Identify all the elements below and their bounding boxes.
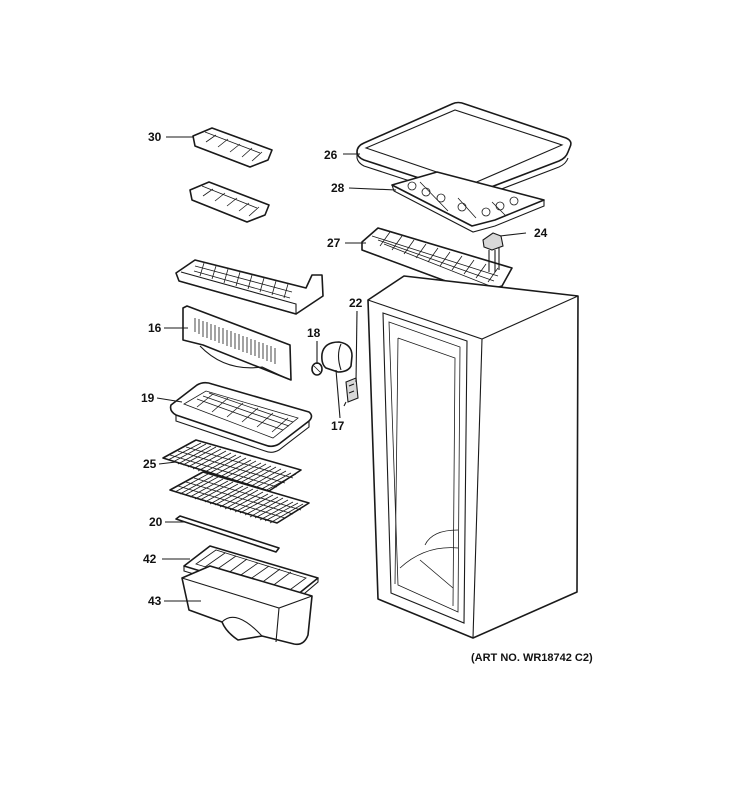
freezer-shelf [175, 259, 324, 315]
thermostat-control [343, 377, 359, 407]
ice-tray-lower [189, 181, 270, 223]
callout-16: 16 [148, 321, 162, 335]
art-number-label: (ART NO. WR18742 C2) [471, 652, 593, 664]
callout-17: 17 [331, 419, 345, 433]
callout-24: 24 [534, 226, 548, 240]
callout-26: 26 [324, 148, 338, 162]
leader-lines [156, 136, 527, 602]
refrigerator-cabinet [367, 275, 579, 639]
callout-42: 42 [143, 552, 157, 566]
callout-18: 18 [307, 326, 321, 340]
light-shield [391, 171, 545, 233]
callout-22: 22 [349, 296, 363, 310]
drip-tray [169, 381, 313, 453]
wire-shelf-upper [162, 439, 302, 493]
callout-27: 27 [327, 236, 341, 250]
bracket-24 [482, 232, 504, 272]
thermostat-housing [321, 341, 353, 373]
cover-strip [175, 515, 280, 553]
callout-19: 19 [141, 391, 155, 405]
callout-43: 43 [148, 594, 162, 608]
crisper-drawer [181, 565, 313, 646]
callout-28: 28 [331, 181, 345, 195]
callout-30: 30 [148, 130, 162, 144]
wire-shelf-lower [169, 471, 310, 524]
ice-tray-upper [192, 127, 273, 168]
freezer-door-panel [182, 305, 292, 381]
callout-20: 20 [149, 515, 163, 529]
knob-18 [311, 362, 323, 376]
callout-25: 25 [143, 457, 157, 471]
